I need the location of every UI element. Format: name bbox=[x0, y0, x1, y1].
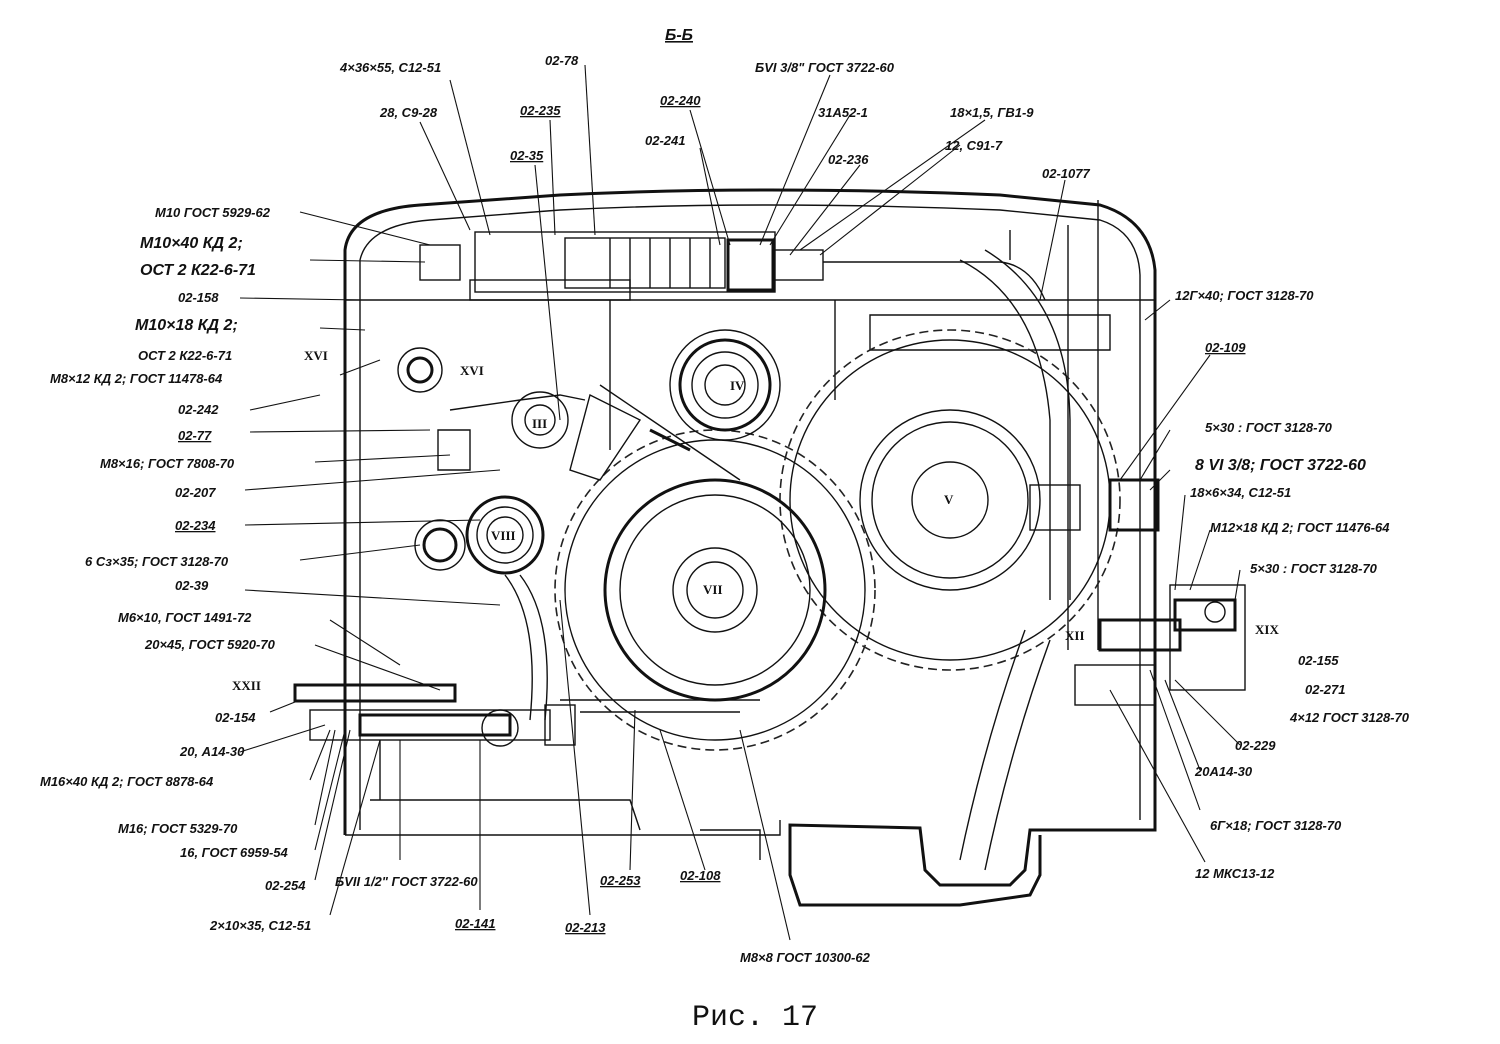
label-02-155: 02-155 bbox=[1298, 653, 1339, 668]
label-12g40: 12Г×40; ГОСТ 3128-70 bbox=[1175, 288, 1314, 303]
label-ost2-b: ОСТ 2 К22-6-71 bbox=[138, 348, 232, 363]
label-20-a14-30: 20, А14-30 bbox=[179, 744, 245, 759]
label-m10x40: М10×40 КД 2; bbox=[140, 235, 243, 252]
label-02-242: 02-242 bbox=[178, 402, 219, 417]
top-shaft-assembly bbox=[419, 231, 1046, 301]
right-side-assembly bbox=[1074, 584, 1246, 706]
label-12-mkc13: 12 МКС13-12 bbox=[1195, 866, 1275, 881]
roman-vii: VII bbox=[703, 582, 723, 597]
label-02-229: 02-229 bbox=[1235, 738, 1276, 753]
roman-xvi-left: XVI bbox=[304, 348, 328, 363]
label-31a52: 31А52-1 bbox=[818, 105, 868, 120]
label-4x36: 4×36×55, С12-51 bbox=[339, 60, 441, 75]
label-02-240: 02-240 bbox=[660, 93, 701, 108]
label-02-234: 02-234 bbox=[175, 518, 216, 533]
label-02-253: 02-253 bbox=[600, 873, 641, 888]
bearing-xvi bbox=[397, 347, 443, 393]
label-m6x10: М6×10, ГОСТ 1491-72 bbox=[118, 610, 252, 625]
label-2x10x35: 2×10×35, С12-51 bbox=[209, 918, 311, 933]
bearing-iv bbox=[669, 329, 781, 441]
label-16-gost-6959: 16, ГОСТ 6959-54 bbox=[180, 845, 289, 860]
roman-viii: VIII bbox=[491, 528, 516, 543]
label-02-108: 02-108 bbox=[680, 868, 721, 883]
label-ost2-a: ОСТ 2 К22-6-71 bbox=[140, 262, 256, 279]
label-20a14-30-right: 20А14-30 bbox=[1194, 764, 1253, 779]
label-02-154: 02-154 bbox=[215, 710, 256, 725]
label-6g18: 6Г×18; ГОСТ 3128-70 bbox=[1210, 818, 1342, 833]
roman-xvi-shaft: XVI bbox=[460, 363, 484, 378]
label-02-254: 02-254 bbox=[265, 878, 306, 893]
roman-iii: III bbox=[532, 416, 547, 431]
label-m8x16: М8×16; ГОСТ 7808-70 bbox=[100, 456, 235, 471]
gear-vii bbox=[554, 429, 876, 751]
label-6c3x35: 6 Сз×35; ГОСТ 3128-70 bbox=[85, 554, 229, 569]
roman-v: V bbox=[944, 492, 954, 507]
label-02-77: 02-77 bbox=[178, 428, 212, 443]
label-28c928: 28, С9-28 bbox=[379, 105, 438, 120]
label-02-35: 02-35 bbox=[510, 148, 544, 163]
figure-caption: Рис. 17 bbox=[692, 1001, 818, 1035]
label-02-236: 02-236 bbox=[828, 152, 869, 167]
label-18x1-5: 18×1,5, ГВ1-9 bbox=[950, 105, 1034, 120]
roman-xix: XIX bbox=[1255, 622, 1279, 637]
label-02-235: 02-235 bbox=[520, 103, 561, 118]
section-mark: Б-Б bbox=[665, 27, 693, 44]
label-bvi-3-8: БVI 3/8" ГОСТ 3722-60 bbox=[755, 60, 895, 75]
label-20x45: 20×45, ГОСТ 5920-70 bbox=[144, 637, 276, 652]
label-m8x12: М8×12 КД 2; ГОСТ 11478-64 bbox=[50, 371, 223, 386]
label-m12x18: М12×18 КД 2; ГОСТ 11476-64 bbox=[1210, 520, 1390, 535]
label-02-207: 02-207 bbox=[175, 485, 216, 500]
label-m16x40: М16×40 КД 2; ГОСТ 8878-64 bbox=[40, 774, 214, 789]
shaft-iii bbox=[437, 391, 586, 471]
label-m10x18: М10×18 КД 2; bbox=[135, 317, 238, 334]
label-02-78: 02-78 bbox=[545, 53, 579, 68]
label-02-109: 02-109 bbox=[1205, 340, 1246, 355]
roman-iv: IV bbox=[730, 378, 745, 393]
label-5x30-b: 5×30 : ГОСТ 3128-70 bbox=[1250, 561, 1378, 576]
label-02-158: 02-158 bbox=[178, 290, 219, 305]
label-02-241: 02-241 bbox=[645, 133, 685, 148]
leader-lines bbox=[239, 64, 1241, 941]
label-02-39: 02-39 bbox=[175, 578, 209, 593]
label-02-141: 02-141 bbox=[455, 916, 495, 931]
label-02-1077: 02-1077 bbox=[1042, 166, 1090, 181]
label-12-c91-7: 12, С91-7 bbox=[945, 138, 1003, 153]
label-5x30-a: 5×30 : ГОСТ 3128-70 bbox=[1205, 420, 1333, 435]
bottom-shaft-assembly bbox=[293, 683, 760, 747]
label-02-213: 02-213 bbox=[565, 920, 606, 935]
label-4x12: 4×12 ГОСТ 3128-70 bbox=[1289, 710, 1410, 725]
label-m10-gost-5929: М10 ГОСТ 5929-62 bbox=[155, 205, 271, 220]
part-labels: Б-Б 4×36×55, С12-51 28, С9-28 02-78 02-2… bbox=[40, 27, 1410, 1035]
label-m8x8: М8×8 ГОСТ 10300-62 bbox=[740, 950, 871, 965]
label-m16-gost-5329: М16; ГОСТ 5329-70 bbox=[118, 821, 238, 836]
label-8vi: 8 VI 3/8; ГОСТ 3722-60 bbox=[1195, 457, 1366, 474]
label-bvii-1-2: БVII 1/2" ГОСТ 3722-60 bbox=[335, 874, 478, 889]
roman-xxii: XXII bbox=[232, 678, 261, 693]
label-18x6x34: 18×6×34, С12-51 bbox=[1190, 485, 1291, 500]
label-02-271: 02-271 bbox=[1305, 682, 1345, 697]
housing-outline bbox=[343, 188, 1157, 907]
gear-viii-small bbox=[414, 495, 545, 575]
roman-xii: XII bbox=[1065, 628, 1085, 643]
shift-lever bbox=[504, 249, 1071, 871]
